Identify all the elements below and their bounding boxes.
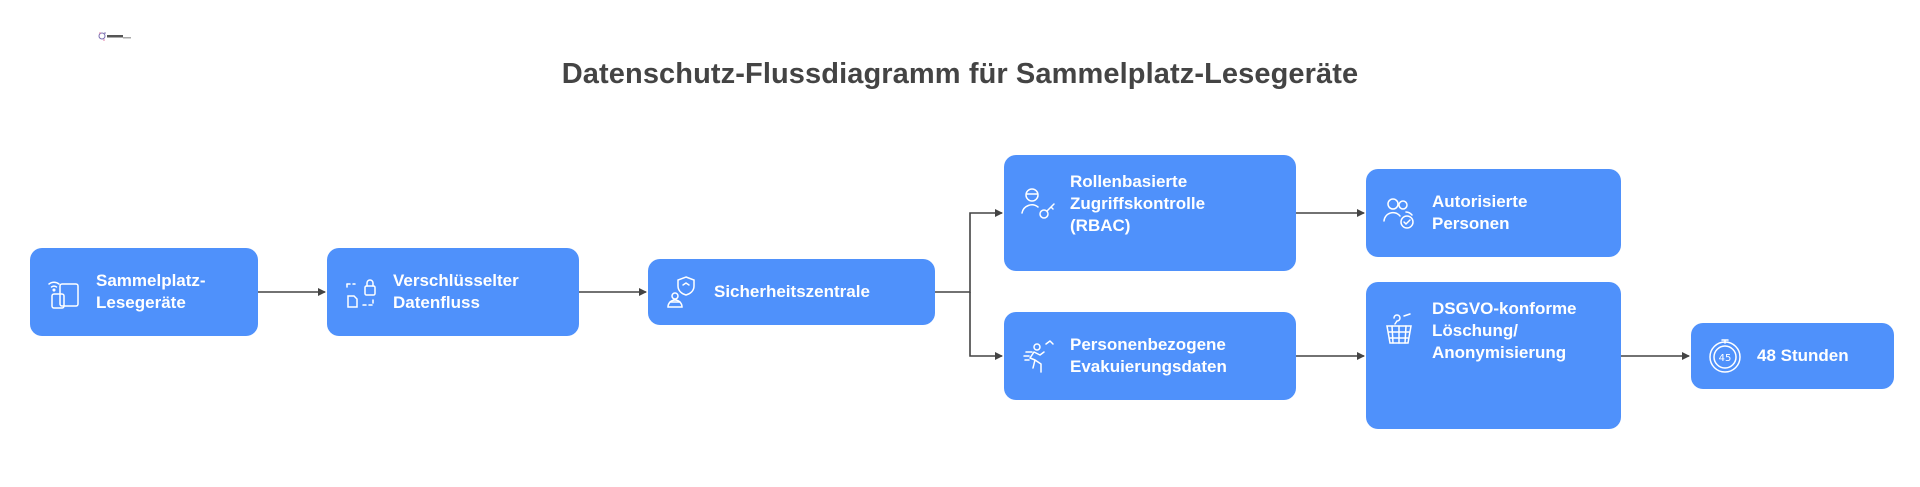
evacuation-icon xyxy=(1020,338,1056,374)
security-guard-icon xyxy=(664,274,700,310)
node-personenbezogene-evakuierungsdaten: Personenbezogene Evakuierungsdaten xyxy=(1004,312,1296,400)
timer-icon: 45 xyxy=(1707,338,1743,374)
node-autorisierte-personen: Autorisierte Personen xyxy=(1366,169,1621,257)
node-label: 48 Stunden xyxy=(1757,346,1849,365)
node-verschluesselter-datenfluss: Verschlüsselter Datenfluss xyxy=(327,248,579,336)
node-sicherheitszentrale: Sicherheitszentrale xyxy=(648,259,935,325)
node-rollenbasierte-zugriffskontrolle: Rollenbasierte Zugriffskontrolle (RBAC) xyxy=(1004,155,1296,271)
user-key-icon xyxy=(1020,185,1056,221)
node-label: Verschlüsselter Datenfluss xyxy=(393,271,519,312)
edge-security-rbac xyxy=(935,209,1003,293)
node-48-stunden: 45 48 Stunden xyxy=(1691,323,1894,389)
node-label: DSGVO-konforme Löschung/ Anonymisierung xyxy=(1432,299,1577,362)
lock-transfer-icon xyxy=(343,274,379,310)
node-label: Rollenbasierte Zugriffskontrolle (RBAC) xyxy=(1070,172,1206,235)
node-label: Autorisierte Personen xyxy=(1432,192,1528,233)
trash-basket-icon xyxy=(1382,310,1418,346)
diagram-title: Datenschutz-Flussdiagramm für Sammelplat… xyxy=(561,58,1359,90)
edge-security-personal xyxy=(969,292,1003,360)
node-dsgvo-konforme-loeschung: DSGVO-konforme Löschung/ Anonymisierung xyxy=(1366,282,1621,429)
svg-text:45: 45 xyxy=(1719,353,1732,364)
brand-logo xyxy=(98,30,134,42)
node-label: Personenbezogene Evakuierungsdaten xyxy=(1070,335,1227,376)
node-sammelplatz-lesegeraete: Sammelplatz- Lesegeräte xyxy=(30,248,258,336)
wireless-device-icon xyxy=(46,274,82,310)
node-label: Sammelplatz- Lesegeräte xyxy=(96,271,206,312)
node-label: Sicherheitszentrale xyxy=(714,282,870,301)
users-check-icon xyxy=(1382,195,1418,231)
